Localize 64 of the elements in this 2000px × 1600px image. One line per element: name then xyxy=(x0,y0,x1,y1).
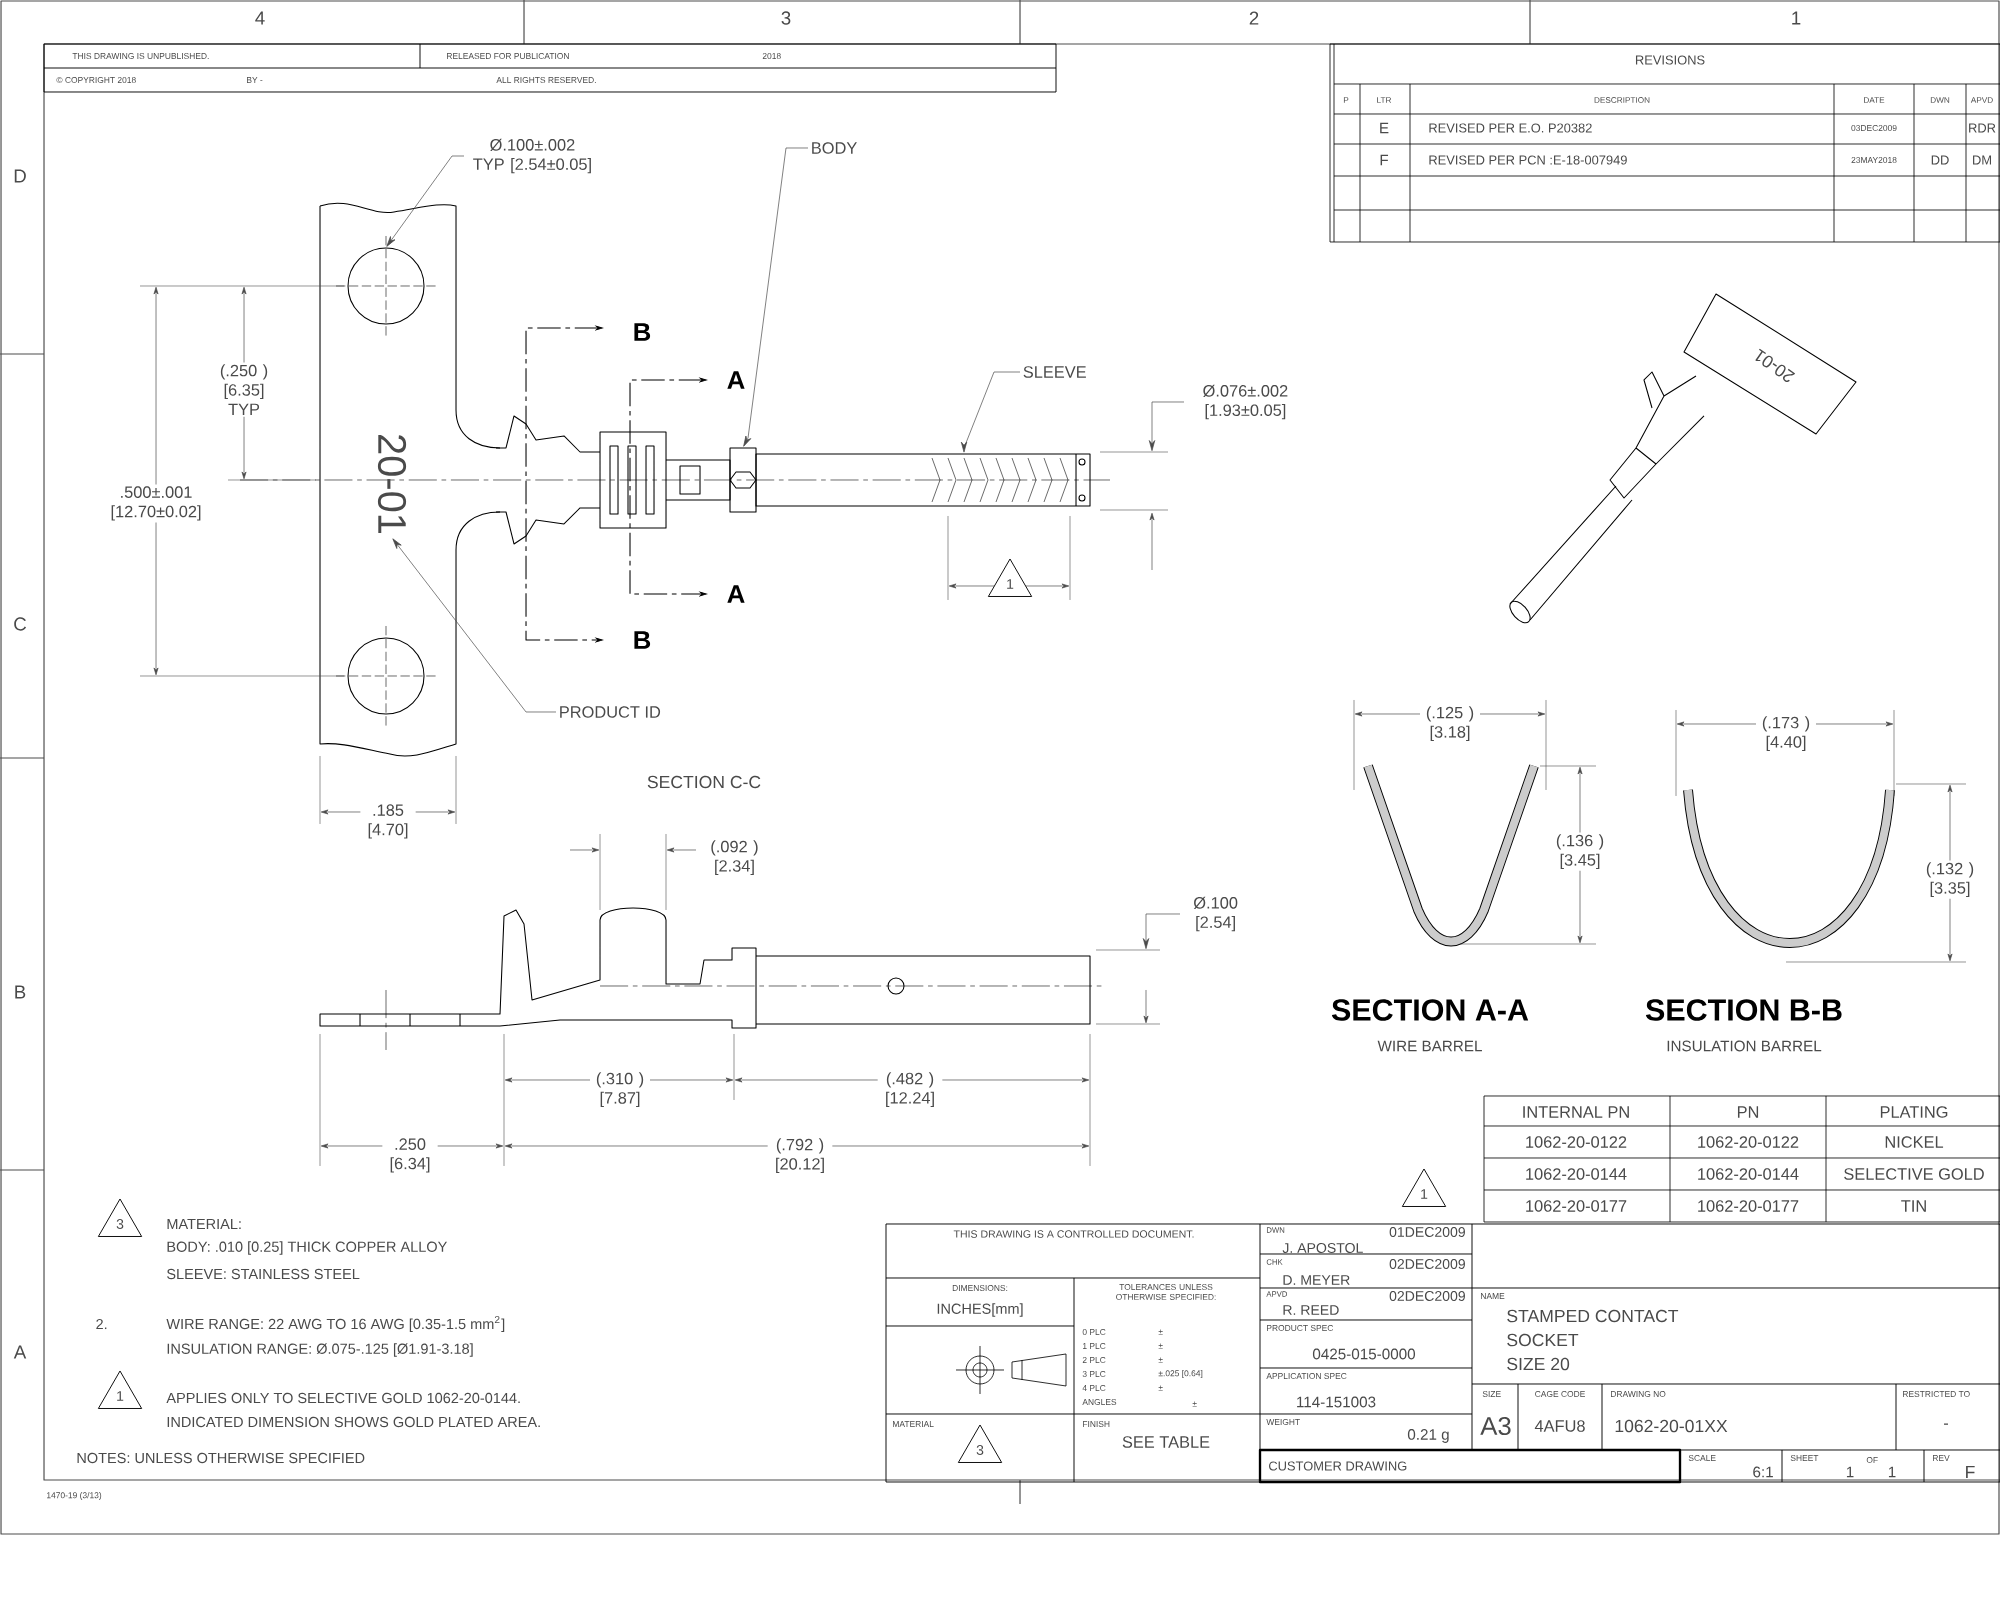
column-heading: INTERNAL PN xyxy=(1523,1106,1629,1118)
zone-letter: A xyxy=(13,1345,27,1359)
dimension-text: (.125 ) [3.18] xyxy=(1420,704,1480,743)
callout-text: Ø.100±.002 TYP [2.54±0.05] xyxy=(473,138,591,174)
table-entry: 1062-20-0177 xyxy=(1698,1200,1799,1212)
view-title: SECTION C-C xyxy=(647,775,761,789)
field-value: 4AFU8 xyxy=(1534,1420,1585,1432)
section-letter: B xyxy=(634,631,651,649)
callout-text: Ø.100 [2.54] xyxy=(1193,896,1238,932)
contact-sleeve xyxy=(755,453,1091,507)
zone-letter: D xyxy=(14,169,26,183)
leader-line xyxy=(743,147,809,447)
table-entry: 1062-20-0177 xyxy=(1526,1200,1627,1212)
table-entry: SELECTIVE GOLD xyxy=(1844,1168,1984,1180)
section-letter: B xyxy=(634,323,651,341)
dimension-text: (.792 ) [20.12] xyxy=(767,1136,833,1175)
dimension-text: (.482 ) [12.24] xyxy=(877,1070,943,1109)
dimension-text: (.250 ) [6.35] TYP xyxy=(209,362,279,417)
field-value: 1062-20-01XX xyxy=(1615,1419,1728,1433)
section-letter: A xyxy=(727,371,745,389)
pilot-hole xyxy=(347,247,425,325)
section-title: SECTION A-A xyxy=(1331,999,1529,1021)
zone-number: 3 xyxy=(781,11,791,25)
table-entry: 1062-20-0144 xyxy=(1698,1168,1799,1180)
table-entry: TIN xyxy=(1901,1200,1926,1212)
field-value: - xyxy=(1944,1423,1948,1425)
contact-collar xyxy=(729,447,757,513)
callout-text: PRODUCT ID xyxy=(560,706,661,718)
dimension-text: (.092 ) [2.34] xyxy=(711,840,758,875)
zone-number: 2 xyxy=(1249,11,1259,25)
field-value: SIZE 20 xyxy=(1507,1357,1570,1371)
dimension-text: (.136 ) [3.45] xyxy=(1550,832,1610,871)
leader-line xyxy=(386,155,465,247)
zone-letter: B xyxy=(15,985,26,999)
dimension-text: .250 [6.34] xyxy=(382,1136,438,1175)
callout-text: Ø.076±.002 [1.93±0.05] xyxy=(1203,384,1288,420)
dimension-text: (.310 ) [7.87] xyxy=(590,1070,650,1109)
leader-line xyxy=(1148,401,1185,451)
table-entry: 1062-20-0144 xyxy=(1526,1168,1627,1180)
zone-number: 4 xyxy=(255,11,265,25)
callout-text: SLEEVE xyxy=(1023,366,1086,378)
section-title: SECTION B-B xyxy=(1645,999,1842,1021)
zone-letter: C xyxy=(14,617,27,631)
table-entry: 1062-20-0122 xyxy=(1698,1136,1799,1148)
column-heading: PLATING xyxy=(1880,1106,1948,1118)
dimension-text: (.173 ) [4.40] xyxy=(1756,714,1816,753)
leader-line xyxy=(960,371,1021,453)
field-value: STAMPED CONTACT xyxy=(1507,1309,1679,1323)
callout-text: BODY xyxy=(812,142,857,154)
table-entry: NICKEL xyxy=(1885,1136,1944,1148)
leader-line xyxy=(392,538,557,713)
table-entry: 1062-20-0122 xyxy=(1526,1136,1627,1148)
section-letter: A xyxy=(727,585,745,603)
column-heading: PN xyxy=(1737,1106,1759,1118)
dimension-text: .500±.001 [12.70±0.02] xyxy=(93,484,219,523)
dimension-text: (.132 ) [3.35] xyxy=(1920,860,1980,899)
product-id-marking: 20-01 xyxy=(377,435,407,533)
field-value: F xyxy=(1966,1465,1975,1479)
field-value: SEE TABLE xyxy=(1122,1436,1210,1448)
field-value: A3 xyxy=(1480,1416,1511,1436)
field-value: SOCKET xyxy=(1507,1333,1579,1347)
zone-number: 1 xyxy=(1792,11,1801,25)
dimension-text: .185 [4.70] xyxy=(360,802,416,841)
leader-line xyxy=(1142,913,1181,949)
